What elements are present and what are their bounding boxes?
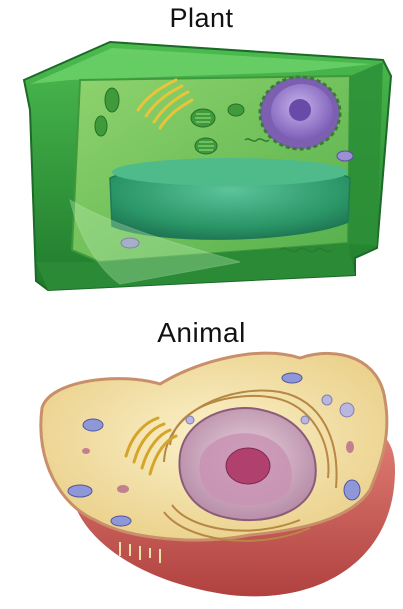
animal-nucleus (179, 408, 315, 520)
plant-nucleus (260, 77, 340, 149)
plant-nucleolus (289, 99, 311, 121)
animal-nucleolus (226, 448, 270, 484)
central-vacuole (110, 158, 350, 239)
plant-cell (24, 42, 391, 290)
animal-cell (41, 353, 395, 596)
